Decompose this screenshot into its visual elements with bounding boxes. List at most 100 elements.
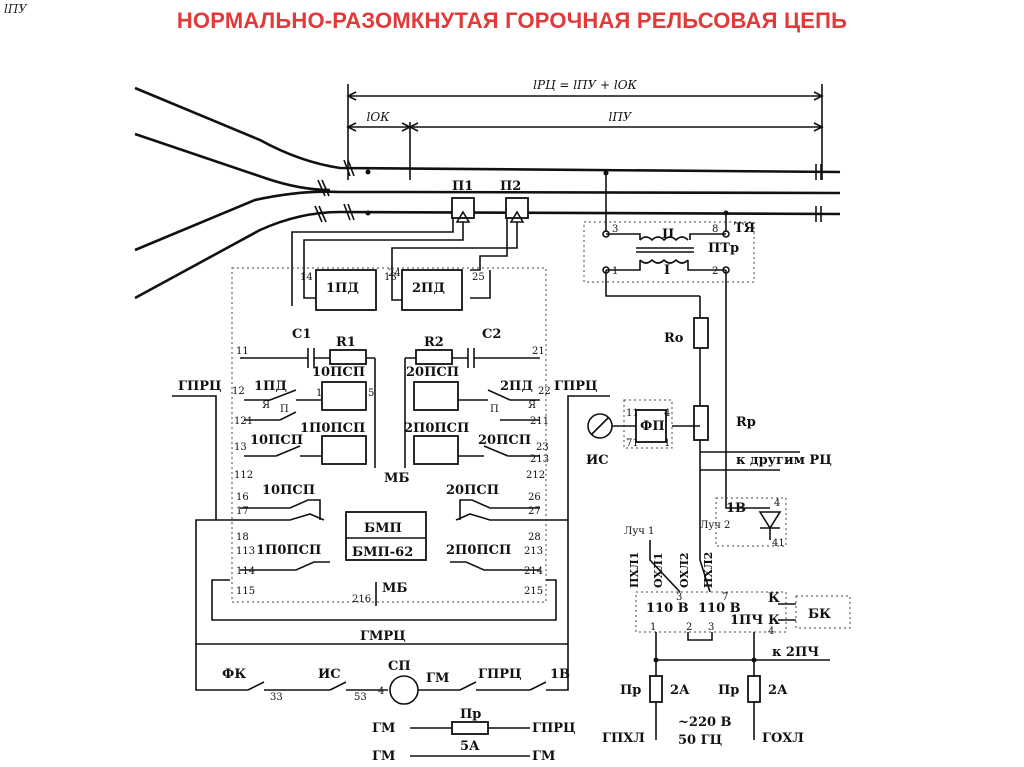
gprc2-label: ГПРЦ <box>532 721 576 736</box>
ray-1-label: Луч 1 <box>624 526 654 537</box>
relay-2pd-label: 2ПД <box>412 281 445 296</box>
fuse-pr-label: Пр <box>460 707 481 722</box>
dimension-lines: lРЦ = lПУ + lОК lОК lПУ <box>346 78 824 180</box>
pch1-label: 1ПЧ <box>730 613 763 628</box>
sp-relay-icon <box>389 675 419 705</box>
contact-20psp-label: 20ПСП <box>478 433 531 448</box>
fp-label: ФП <box>640 419 665 434</box>
contact-1p0psp-lower-label: 1П0ПСП <box>256 543 321 558</box>
pin-212: 212 <box>526 470 545 481</box>
v110b-label: 110 В <box>698 601 741 616</box>
control-circuit: ФК 33 ИС 53 4 СП ГМ ГПРЦ 1В ГМ ГПРЦ Пр 5… <box>195 644 576 764</box>
diode-pin-4: 4 <box>774 498 780 509</box>
winding-1-label: I <box>664 263 670 278</box>
fuse-5a-label: 5А <box>460 739 480 754</box>
sp-label: СП <box>388 659 411 674</box>
v1-bottom-label: 1В <box>550 667 570 682</box>
bmp-block: 1ПД 2ПД 14 13 24 25 C1 C2 R1 R2 11 21 10… <box>172 267 610 606</box>
pin-21: 21 <box>532 346 545 357</box>
resistor-r2-label: R2 <box>424 335 444 350</box>
bmp-label: БМП <box>364 521 402 536</box>
pin-16: 16 <box>236 492 249 503</box>
gphl-label: ГПХЛ <box>602 731 645 746</box>
pin-28: 28 <box>528 532 541 543</box>
fp-pin-11: 11 <box>626 408 639 419</box>
transformer-pin-3: 3 <box>612 224 618 235</box>
fp-pin-1: 1 <box>664 438 670 449</box>
pin-213: 213 <box>530 454 549 465</box>
pin-22: 22 <box>538 386 551 397</box>
pin-26: 26 <box>528 492 541 503</box>
pin-113: 113 <box>236 546 255 557</box>
transformer-pin-1: 1 <box>612 266 618 277</box>
fp-pin-71: 71 <box>626 438 639 449</box>
gprc-right-label: ГПРЦ <box>554 379 598 394</box>
pin-112: 112 <box>234 470 253 481</box>
contact-20psp-lower-label: 20ПСП <box>446 483 499 498</box>
lamp-pin-3b: 3 <box>708 622 714 633</box>
v1-label: 1В <box>726 501 746 516</box>
pin-13: 13 <box>384 272 397 283</box>
gohl-label: ГОХЛ <box>762 731 804 746</box>
pedal-sensors: П1 П2 <box>291 179 529 306</box>
pedal-p1-label: П1 <box>452 179 473 194</box>
dim-lpu-label: lПУ <box>609 110 633 124</box>
resistor-ro-label: Ro <box>664 331 684 346</box>
relay-1p0psp-label: 1П0ПСП <box>300 421 365 436</box>
pin-13b: 13 <box>234 442 247 453</box>
pr1-label: Пр <box>620 683 641 698</box>
pin-18: 18 <box>236 532 249 543</box>
bmp62-label: БМП-62 <box>352 545 413 560</box>
k1-label: К <box>768 591 780 606</box>
ptr-label: ПТр <box>708 241 739 256</box>
pin-33: 33 <box>270 692 283 703</box>
contact-p-left: П <box>280 404 289 415</box>
transformer-pin-2: 2 <box>712 266 718 277</box>
pin-1: 1 <box>316 388 322 399</box>
gm3-label: ГМ <box>372 749 395 764</box>
is-bottom-label: ИС <box>318 667 341 682</box>
contact-ya-right: Я <box>528 400 536 411</box>
capacitor-c1-label: C1 <box>292 327 311 342</box>
lamp-pin-3: 3 <box>676 592 682 603</box>
transformer-pin-8: 8 <box>712 224 718 235</box>
bk-label: БК <box>808 607 831 622</box>
pin-214: 214 <box>524 566 543 577</box>
relay-10psp-label: 10ПСП <box>312 365 365 380</box>
pin-115: 115 <box>236 586 255 597</box>
dim-lrc-label: lРЦ = lПУ + lОК <box>533 78 637 92</box>
lamp-pin-4: 4 <box>768 626 774 637</box>
capacitor-c2-label: C2 <box>482 327 501 342</box>
phl2-label: ПХЛ2 <box>702 552 715 588</box>
pin-53: 53 <box>354 692 367 703</box>
resistor-rp-label: Rp <box>736 415 756 430</box>
pin-23: 23 <box>536 442 549 453</box>
relay-1pd-label: 1ПД <box>326 281 359 296</box>
lamp-pin-1: 1 <box>650 622 656 633</box>
corner-label: lПУ <box>4 2 27 16</box>
pin-14: 14 <box>300 272 313 283</box>
pin-121: 121 <box>234 416 253 427</box>
relay-1pd-contact-label: 1ПД <box>254 379 287 394</box>
resistor-r1-label: R1 <box>336 335 356 350</box>
ac-voltage-label: ~220 В <box>678 715 732 730</box>
gprc-bottom-label: ГПРЦ <box>478 667 522 682</box>
dim-lok-label: lОК <box>367 110 391 124</box>
phl1-label: ПХЛ1 <box>628 552 641 588</box>
relay-20psp-label: 20ПСП <box>406 365 459 380</box>
track-rails <box>134 86 841 300</box>
is-label: ИС <box>586 453 609 468</box>
ohl2-label: ОХЛ2 <box>678 553 691 589</box>
pedal-p2-label: П2 <box>500 179 521 194</box>
pin-25: 25 <box>472 272 485 283</box>
contact-10psp-label: 10ПСП <box>250 433 303 448</box>
fp-pin-4: 4 <box>664 408 670 419</box>
contact-p-right: П <box>490 404 499 415</box>
winding-2-label: II <box>662 227 674 242</box>
k2-label: К <box>768 613 780 628</box>
pin-5: 5 <box>368 388 374 399</box>
ray-2-label: Луч 2 <box>700 520 730 531</box>
mb-bottom-label: МБ <box>382 581 408 596</box>
tya-label: ТЯ <box>734 221 755 236</box>
